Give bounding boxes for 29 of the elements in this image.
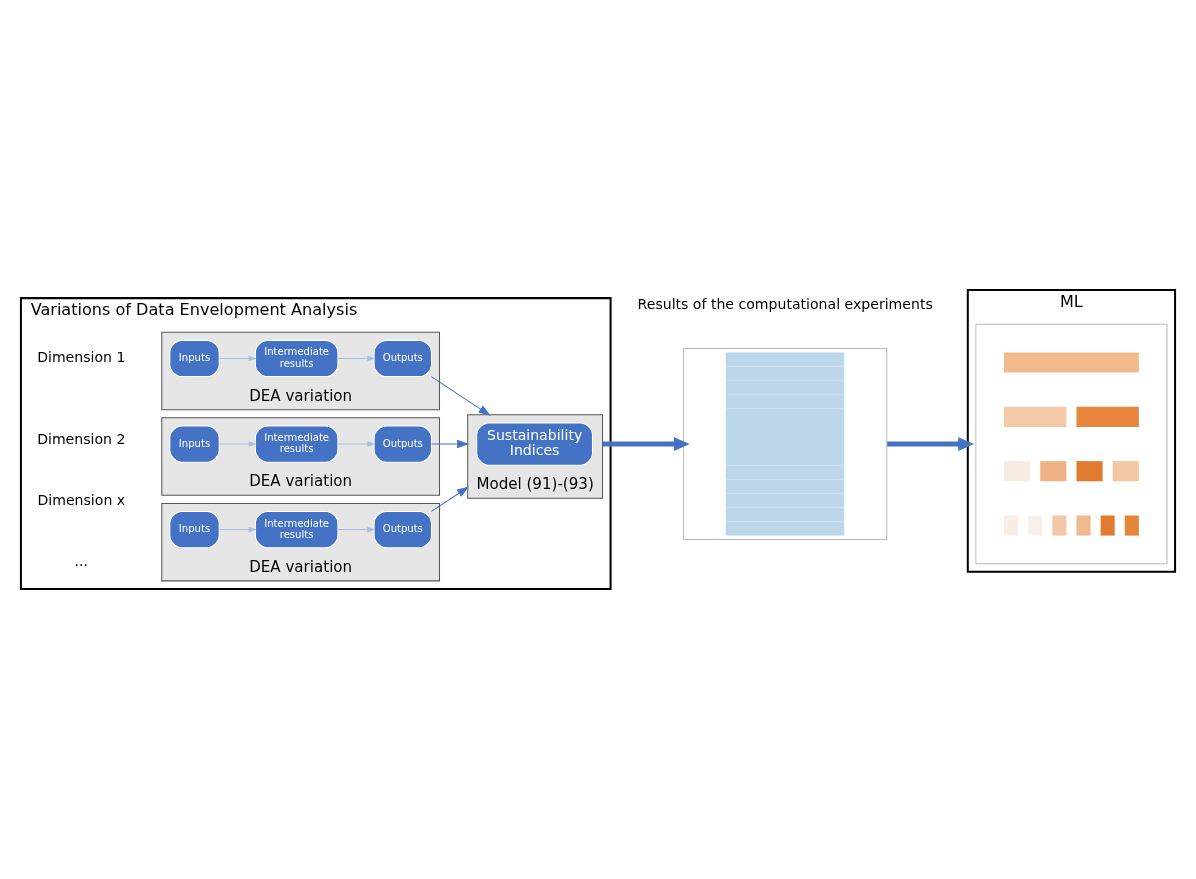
node-box: Inputs [169,339,220,378]
node-box: Outputs [373,339,432,378]
node-label: Dimension 2 [37,430,126,447]
node-box: Intermediate results [254,339,339,378]
arrow [431,439,470,449]
node-label: Dimension x [37,492,126,509]
arrow [337,355,376,362]
node-box: Intermediate results [254,510,339,549]
cluster: ML [966,289,1177,573]
arrow [337,441,376,447]
arrow [430,376,491,416]
arrow [218,441,257,447]
label: ... [74,553,89,570]
picture [683,347,888,541]
node-label: Dimension 1 [37,349,126,366]
arrow [218,355,257,362]
node-box: Outputs [373,425,432,463]
node-box: Sustainability Indices [476,422,593,466]
arrow [337,526,376,533]
node-label: Results of the computational experiments [637,295,933,312]
arrow [887,437,975,451]
arrow [430,486,469,512]
arrow [218,526,257,533]
node-box: Intermediate results [254,425,339,463]
node-box: Inputs [169,425,220,463]
picture [975,323,1168,565]
arrow [602,437,690,451]
node-box: Inputs [169,510,220,549]
node-box: Outputs [373,510,432,549]
